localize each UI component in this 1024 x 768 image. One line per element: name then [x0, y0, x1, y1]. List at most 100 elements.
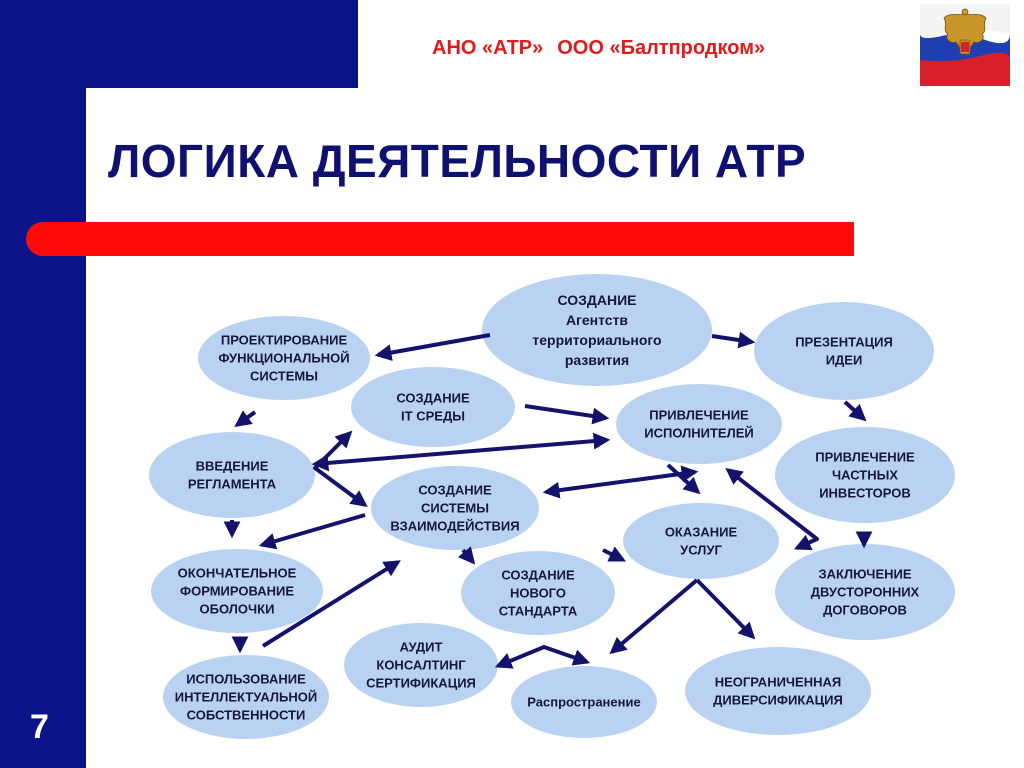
node-label-line: ПРЕЗЕНТАЦИЯ [795, 335, 893, 350]
node-ispolzovanie: ИСПОЛЬЗОВАНИЕ ИНТЕЛЛЕКТУАЛЬНОЙ СОБСТВЕННОС… [163, 655, 329, 739]
node-ellipse [198, 316, 370, 400]
node-label: ПРОЕКТИРОВАНИЕ ФУНКЦИОНАЛЬНОЙ СИСТЕМЫ [218, 333, 349, 384]
node-label-line: ДОГОВОРОВ [823, 603, 907, 618]
connector-arrow [261, 560, 401, 648]
node-label: СОЗДАНИЕ IT СРЕДЫ [396, 391, 470, 424]
org-left: АНО «АТР» [432, 37, 544, 59]
node-label-line: СОЗДАНИЕ [557, 292, 636, 308]
node-label-line: ФУНКЦИОНАЛЬНОЙ [218, 351, 349, 366]
node-label: Распространение [527, 695, 640, 710]
node-label-line: развития [565, 352, 629, 368]
node-label-line: ДВУСТОРОННИХ [811, 585, 920, 600]
node-label: ПРЕЗЕНТАЦИЯ ИДЕИ [795, 335, 893, 368]
connector-arrow [313, 430, 368, 507]
node-label-line: ФОРМИРОВАНИЕ [180, 584, 294, 599]
node-label-line: ИНВЕСТОРОВ [819, 486, 911, 501]
node-label-line: СЕРТИФИКАЦИЯ [366, 676, 476, 691]
node-ellipse [511, 666, 657, 738]
node-label-line: НОВОГО [510, 586, 566, 601]
node-ellipse [149, 432, 315, 518]
node-label-line: ПРИВЛЕЧЕНИЕ [815, 450, 915, 465]
org-right: ООО «Балтпродком» [557, 37, 766, 59]
node-ellipse [163, 655, 329, 739]
connector-arrow [457, 546, 476, 565]
node-privlechenie-investorov: ПРИВЛЕЧЕНИЕ ЧАСТНЫХ ИНВЕСТОРОВ [775, 427, 955, 523]
node-ellipse [754, 302, 934, 400]
node-label-line: АУДИТ [400, 640, 443, 655]
node-label: НЕОГРАНИЧЕННАЯ ДИВЕРСИФИКАЦИЯ [713, 675, 843, 708]
connector-arrow [725, 467, 819, 551]
node-label-line: ОКОНЧАТЕЛЬНОЕ [178, 566, 297, 581]
node-label: ПРИВЛЕЧЕНИЕ ЧАСТНЫХ ИНВЕСТОРОВ [815, 450, 915, 501]
node-label-line: КОНСАЛТИНГ [376, 658, 466, 673]
organizations-line: АНО «АТР» ООО «Балтпродком» [432, 37, 765, 60]
node-label-line: СОЗДАНИЕ [501, 568, 575, 583]
node-prezentatsiya: ПРЕЗЕНТАЦИЯ ИДЕИ [754, 302, 934, 400]
node-label-line: территориального [532, 332, 661, 348]
node-label-line: ВВЕДЕНИЕ [196, 459, 269, 474]
connector-arrow [311, 432, 611, 472]
node-label-line: РЕГЛАМЕНТА [188, 477, 277, 492]
content-corner [86, 88, 358, 148]
node-ellipse [351, 367, 515, 447]
node-label-line: ЗАКЛЮЧЕНИЕ [818, 567, 911, 582]
connector-arrow [609, 578, 699, 655]
node-label: ИСПОЛЬЗОВАНИЕ ИНТЕЛЛЕКТУАЛЬНОЙ СОБСТВЕННОС… [175, 672, 317, 723]
node-label-line: ИСПОЛЬЗОВАНИЕ [186, 672, 306, 687]
node-sozdanie-it: СОЗДАНИЕ IT СРЕДЫ [351, 367, 515, 447]
node-label-line: IT СРЕДЫ [401, 409, 465, 424]
node-ellipse [482, 274, 712, 386]
node-label-line: ВЗАИМОДЕЙСТВИЯ [390, 519, 519, 534]
connector-arrow [843, 400, 867, 422]
node-neogranichennaya: НЕОГРАНИЧЕННАЯ ДИВЕРСИФИКАЦИЯ [685, 647, 871, 735]
node-label-line: ПРОЕКТИРОВАНИЕ [221, 333, 348, 348]
connector-arrow [258, 513, 366, 550]
node-label-line: ИДЕИ [826, 353, 863, 368]
top-brand-block [0, 0, 358, 88]
node-ellipse [151, 549, 323, 633]
nodes-layer: СОЗДАНИЕ Агентств территориального развития… [149, 274, 955, 739]
node-label-line: ИНТЕЛЛЕКТУАЛЬНОЙ [175, 690, 317, 705]
node-ellipse [685, 647, 871, 735]
node-label-line: Распространение [527, 695, 640, 710]
node-label-line: ДИВЕРСИФИКАЦИЯ [713, 693, 843, 708]
russian-coat-of-arms-flag-icon [920, 4, 1010, 86]
node-label: АУДИТ КОНСАЛТИНГ СЕРТИФИКАЦИЯ [366, 640, 476, 691]
slide-number: 7 [30, 708, 49, 746]
node-proektirovanie: ПРОЕКТИРОВАНИЕ ФУНКЦИОНАЛЬНОЙ СИСТЕМЫ [198, 316, 370, 400]
page-title: ЛОГИКА ДЕЯТЕЛЬНОСТИ АТР [108, 135, 807, 187]
node-audit: АУДИТ КОНСАЛТИНГ СЕРТИФИКАЦИЯ [344, 623, 498, 707]
connector-arrow [666, 463, 701, 495]
node-label: СОЗДАНИЕ Агентств территориального развития [532, 292, 661, 368]
node-label-line: ЧАСТНЫХ [832, 468, 898, 483]
connector-arrow [524, 404, 610, 425]
node-label-line: НЕОГРАНИЧЕННАЯ [715, 675, 842, 690]
node-label-line: СОЗДАНИЕ [418, 483, 492, 498]
connector-arrow [711, 331, 756, 349]
node-label-line: ИСПОЛНИТЕЛЕЙ [644, 426, 753, 441]
node-label: ЗАКЛЮЧЕНИЕ ДВУСТОРОННИХ ДОГОВОРОВ [811, 567, 920, 618]
node-label-line: Агентств [566, 312, 628, 328]
red-divider-bar [26, 222, 854, 256]
connector-arrow [542, 465, 699, 499]
node-vvedenie-reglamenta: ВВЕДЕНИЕ РЕГЛАМЕНТА [149, 432, 315, 518]
connector-arrow [494, 645, 591, 669]
node-ellipse [775, 544, 955, 640]
connector-arrow [695, 578, 756, 640]
node-label-line: СОБСТВЕННОСТИ [187, 708, 306, 723]
node-ellipse [616, 384, 782, 464]
node-ellipse [623, 503, 779, 579]
node-rasprostranenie: Распространение [511, 666, 657, 738]
node-label-line: СИСТЕМЫ [250, 369, 318, 384]
node-label-line: СОЗДАНИЕ [396, 391, 470, 406]
